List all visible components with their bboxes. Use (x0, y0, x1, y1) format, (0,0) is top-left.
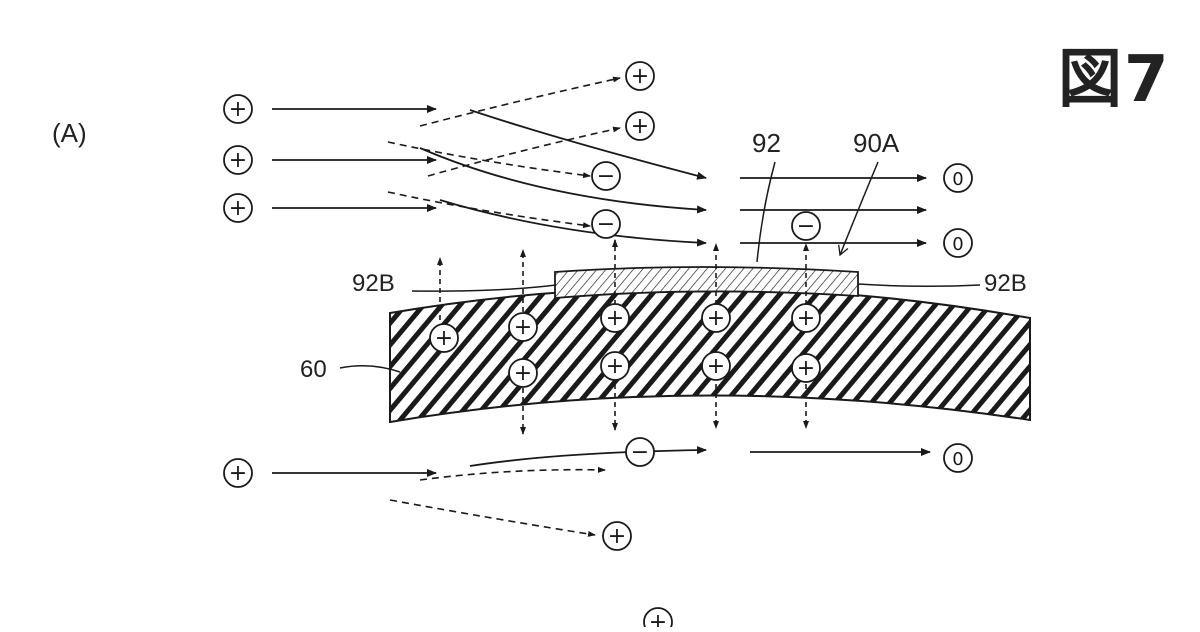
svg-text:+: + (608, 524, 626, 549)
svg-text:+: + (606, 306, 624, 331)
svg-text:+: + (606, 354, 624, 379)
positive-ion-icon: + (625, 61, 655, 91)
negative-ion-icon: − (591, 161, 621, 191)
panel-label: (A) (52, 118, 87, 148)
svg-text:0: 0 (952, 234, 963, 255)
film-edge-right-label: 92B (984, 270, 1027, 297)
negative-ion-icon: − (791, 211, 821, 241)
positive-ion-icon: + (223, 193, 253, 223)
film-edge-left-label: 92B (352, 270, 395, 297)
svg-text:+: + (229, 148, 247, 173)
neutral-ion-icon: 0 (943, 443, 973, 473)
neutral-ion-icon: 0 (943, 163, 973, 193)
dashed-trajectories (387, 76, 621, 537)
substrate-label: 60 (300, 356, 327, 383)
svg-text:+: + (707, 306, 725, 331)
svg-text:+: + (229, 461, 247, 486)
svg-text:+: + (649, 610, 667, 627)
positive-ion-icon: + (791, 353, 821, 383)
svg-text:−: − (597, 164, 615, 189)
leader-92 (756, 161, 776, 263)
leader-92b-right (857, 283, 981, 288)
svg-text:+: + (797, 306, 815, 331)
svg-text:+: + (229, 196, 247, 221)
svg-text:−: − (631, 440, 649, 465)
positive-ion-icon: + (625, 111, 655, 141)
positive-ion-icon: + (223, 145, 253, 175)
svg-text:+: + (707, 354, 725, 379)
svg-text:0: 0 (952, 449, 963, 470)
positive-ion-icon: + (600, 351, 630, 381)
negative-ion-icon: − (625, 437, 655, 467)
positive-ion-icon: + (643, 607, 673, 632)
svg-text:+: + (229, 97, 247, 122)
positive-ion-icon: + (791, 303, 821, 333)
film-region-label: 90A (853, 128, 900, 158)
neutral-ion-icon: 0 (943, 228, 973, 258)
vertical-emissions (437, 239, 809, 435)
positive-ion-icon: + (223, 94, 253, 124)
film-label: 92 (752, 128, 781, 158)
positive-ion-icon: + (701, 351, 731, 381)
film-92 (554, 266, 859, 299)
leader-92b-left (411, 284, 557, 292)
leader-60 (339, 365, 401, 373)
figure-title: 図7 (1058, 43, 1171, 117)
positive-ion-icon: + (701, 303, 731, 333)
positive-ion-icon: + (508, 358, 538, 388)
svg-text:+: + (514, 315, 532, 340)
positive-ion-icon: + (602, 521, 632, 551)
incoming-beams (272, 105, 437, 477)
positive-ion-icon: + (429, 323, 459, 353)
svg-text:−: − (597, 212, 615, 237)
svg-text:+: + (631, 114, 649, 139)
svg-text:+: + (435, 326, 453, 351)
positive-ion-icon: + (508, 312, 538, 342)
positive-ion-icon: + (223, 458, 253, 488)
particles: +++++−−−000+++++++++−+++ (223, 61, 973, 632)
svg-text:−: − (797, 214, 815, 239)
svg-text:+: + (631, 64, 649, 89)
svg-text:+: + (797, 356, 815, 381)
leader-90a (838, 161, 879, 257)
svg-text:0: 0 (952, 169, 963, 190)
svg-text:+: + (514, 361, 532, 386)
positive-ion-icon: + (600, 303, 630, 333)
negative-ion-icon: − (591, 209, 621, 239)
